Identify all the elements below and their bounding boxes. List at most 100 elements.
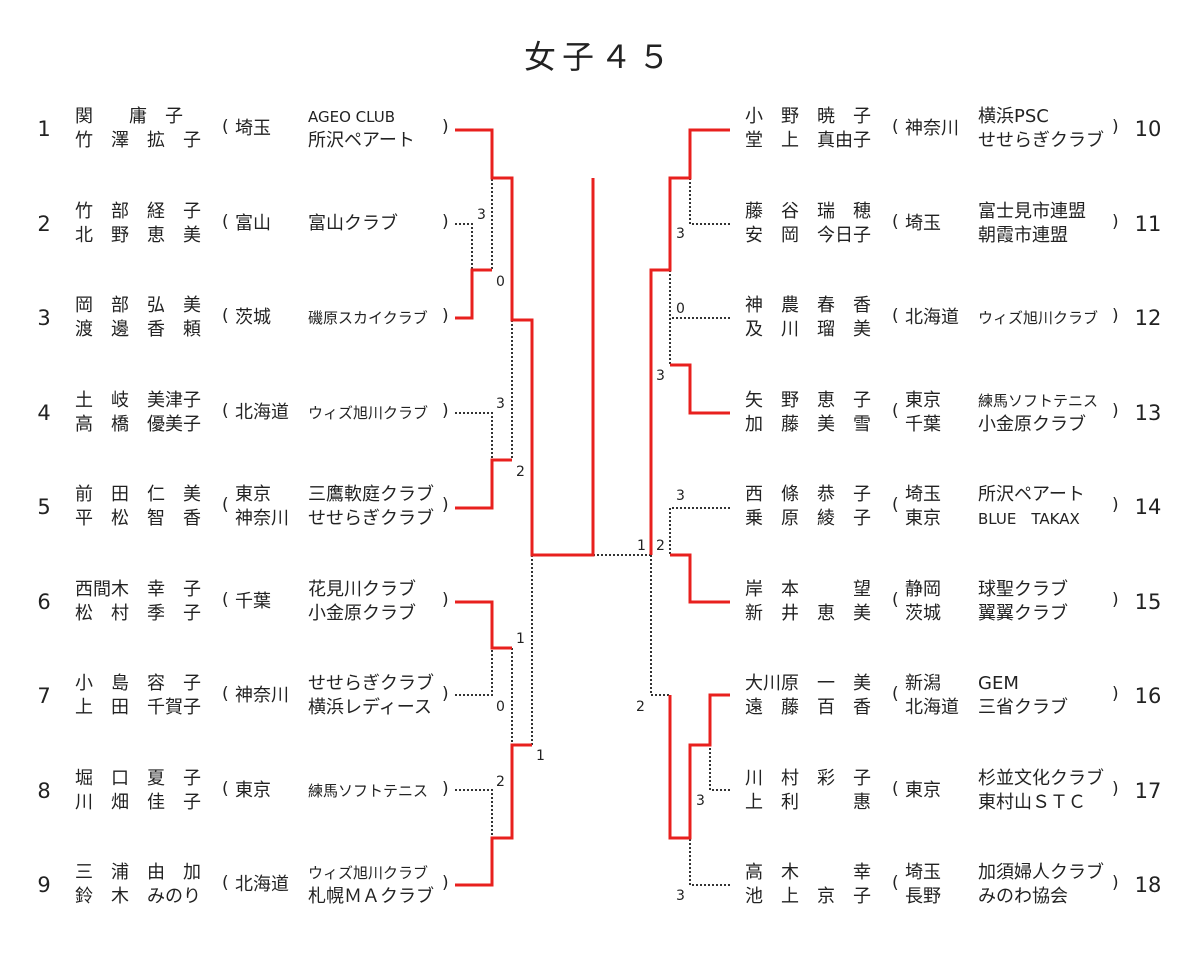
prefecture: 東京 bbox=[235, 484, 271, 505]
player-name: 前 田 仁 美 bbox=[75, 484, 201, 505]
entry-row: 川 村 彩 子上 利 惠(東京杉並文化クラブ東村山ＳＴＣ)17 bbox=[0, 762, 1200, 822]
club-name: ウィズ旭川クラブ bbox=[978, 309, 1099, 327]
seed-number: 17 bbox=[1134, 778, 1162, 803]
paren-close: ) bbox=[1112, 117, 1119, 137]
prefecture: 東京 bbox=[905, 508, 941, 529]
player-name: 鈴 木 みのり bbox=[75, 886, 201, 907]
seed-number: 11 bbox=[1134, 211, 1162, 236]
seed-number: 6 bbox=[37, 589, 51, 614]
player-name: 矢 野 恵 子 bbox=[745, 389, 871, 411]
paren-open: ( bbox=[892, 589, 899, 610]
seed-number: 8 bbox=[37, 778, 51, 803]
paren-open: ( bbox=[222, 495, 229, 515]
club-name: 磯原スカイクラブ bbox=[308, 309, 428, 327]
paren-close: ) bbox=[442, 778, 449, 799]
entry-row: 岸 本 望新 井 恵 美(静岡茨城球聖クラブ翼翼クラブ)15 bbox=[0, 573, 1200, 633]
club-name: 練馬ソフトテニス bbox=[978, 391, 1099, 410]
club-name: みのわ協会 bbox=[978, 886, 1068, 907]
winner-line-10 bbox=[649, 128, 730, 555]
winner-line-13 bbox=[670, 363, 730, 415]
winner-line-1 bbox=[455, 128, 595, 557]
paren-close: ) bbox=[1112, 684, 1119, 704]
seed-number: 12 bbox=[1134, 306, 1162, 330]
club-name: ウィズ旭川クラブ bbox=[308, 403, 429, 422]
loser-line-12 bbox=[669, 317, 730, 365]
club-name: 小金原クラブ bbox=[308, 602, 416, 624]
club-name: 朝霞市連盟 bbox=[978, 224, 1068, 246]
score-label: 1 bbox=[637, 538, 646, 554]
player-name: 上 田 千賀子 bbox=[75, 697, 201, 718]
seed-number: 10 bbox=[1134, 117, 1162, 141]
player-name: 渡 邊 香 頼 bbox=[75, 319, 201, 340]
loser-line-r-top bbox=[650, 270, 671, 696]
club-name: 富士見市連盟 bbox=[978, 200, 1086, 222]
prefecture: 新潟 bbox=[905, 673, 941, 694]
club-name: 杉並文化クラブ bbox=[978, 767, 1104, 789]
paren-close: ) bbox=[442, 495, 449, 515]
player-name: 乗 原 綾 子 bbox=[745, 508, 871, 529]
prefecture: 北海道 bbox=[905, 307, 959, 328]
player-name: 平 松 智 香 bbox=[75, 508, 201, 529]
prefecture: 静岡 bbox=[905, 578, 941, 600]
club-name: 三省クラブ bbox=[978, 697, 1068, 718]
player-name: 堀 口 夏 子 bbox=[75, 767, 201, 789]
winner-line-15 bbox=[670, 553, 730, 604]
paren-close: ) bbox=[442, 211, 449, 232]
club-name: ウィズ旭川クラブ bbox=[308, 864, 429, 882]
loser-line-17 bbox=[709, 745, 730, 791]
winner-line-5 bbox=[455, 458, 512, 510]
seed-number: 5 bbox=[37, 495, 51, 519]
paren-close: ) bbox=[1112, 778, 1119, 799]
score-label: 2 bbox=[636, 699, 645, 715]
club-name: 翼翼クラブ bbox=[978, 602, 1068, 624]
player-name: 遠 藤 百 香 bbox=[745, 697, 871, 718]
paren-close: ) bbox=[442, 117, 449, 137]
paren-open: ( bbox=[892, 117, 899, 137]
seed-number: 18 bbox=[1134, 873, 1162, 897]
paren-open: ( bbox=[222, 211, 229, 232]
score-label: 2 bbox=[516, 464, 525, 480]
player-name: 川 村 彩 子 bbox=[745, 767, 871, 789]
prefecture: 茨城 bbox=[905, 602, 941, 624]
player-name: 新 井 恵 美 bbox=[745, 602, 871, 624]
paren-close: ) bbox=[1112, 495, 1119, 515]
prefecture: 埼玉 bbox=[905, 484, 941, 505]
paren-open: ( bbox=[222, 306, 229, 326]
prefecture: 長野 bbox=[905, 886, 941, 907]
player-name: 高 橋 優美子 bbox=[75, 413, 201, 435]
club-name: 横浜レディース bbox=[308, 697, 432, 718]
seed-number: 16 bbox=[1134, 684, 1162, 708]
player-name: 岡 部 弘 美 bbox=[75, 295, 201, 316]
club-name: GEM bbox=[978, 673, 1019, 694]
player-name: 安 岡 今日子 bbox=[745, 224, 871, 246]
loser-line-18 bbox=[689, 838, 730, 886]
club-name: 所沢ペアート bbox=[308, 130, 415, 151]
prefecture: 東京 bbox=[905, 389, 941, 411]
seed-number: 14 bbox=[1134, 495, 1162, 519]
prefecture: 神奈川 bbox=[905, 118, 959, 139]
player-name: 川 畑 佳 子 bbox=[75, 791, 201, 813]
player-name: 西間木 幸 子 bbox=[75, 578, 201, 600]
player-name: 北 野 恵 美 bbox=[75, 224, 201, 246]
seed-number: 7 bbox=[37, 684, 51, 708]
paren-close: ) bbox=[1112, 400, 1119, 421]
paren-close: ) bbox=[442, 589, 449, 610]
club-name: 花見川クラブ bbox=[308, 578, 416, 600]
score-label: 0 bbox=[676, 301, 685, 317]
loser-line-sf bbox=[511, 555, 533, 745]
seed-number: 2 bbox=[37, 211, 51, 236]
entry-row: 矢 野 恵 子加 藤 美 雪(東京千葉練馬ソフトテニス小金原クラブ)13 bbox=[0, 384, 1200, 444]
loser-line-14 bbox=[669, 507, 730, 555]
prefecture: 埼玉 bbox=[905, 212, 941, 234]
page-title: 女子４５ bbox=[523, 38, 676, 76]
paren-open: ( bbox=[892, 684, 899, 704]
club-name: 東村山ＳＴＣ bbox=[978, 791, 1086, 813]
winner-line-9 bbox=[455, 743, 532, 887]
score-label: 3 bbox=[656, 368, 665, 384]
prefecture: 千葉 bbox=[235, 590, 271, 612]
